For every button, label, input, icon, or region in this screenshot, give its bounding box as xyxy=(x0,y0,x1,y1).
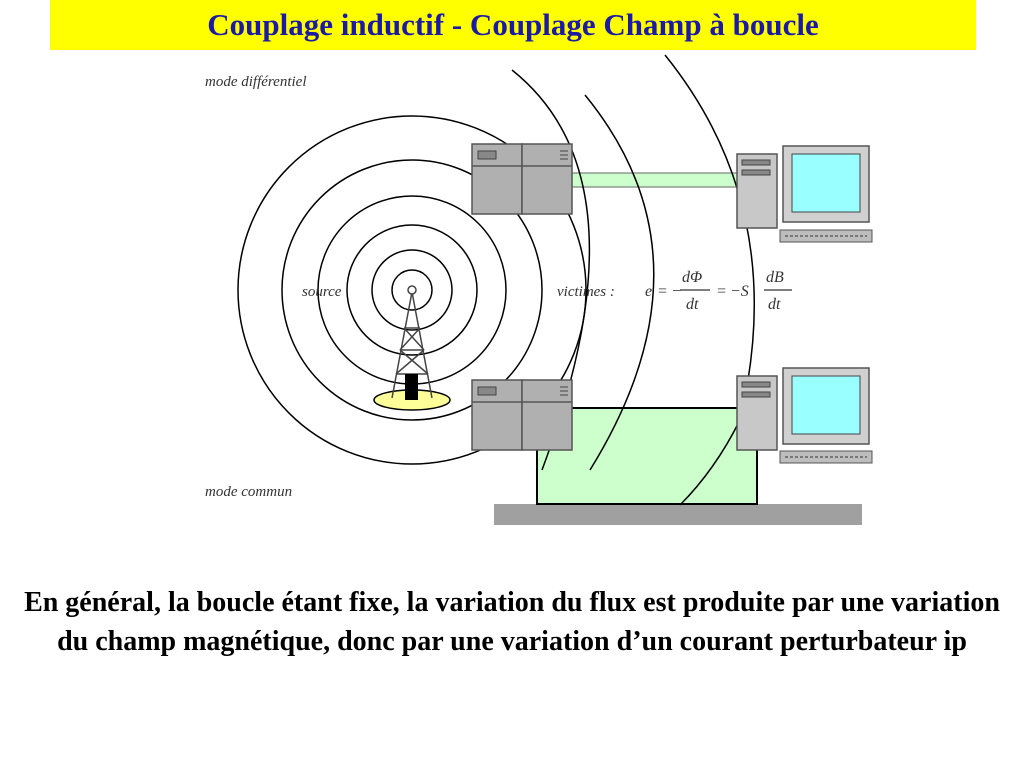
formula-minus1: − xyxy=(671,283,682,300)
transmitter-icon xyxy=(405,374,418,400)
emf-formula: victimes : e = − dΦ dt = −S dB dt xyxy=(557,269,792,313)
server-rack-bottom-icon xyxy=(471,379,573,451)
caption-text: En général, la boucle étant fixe, la var… xyxy=(24,587,1000,657)
formula-db-num: dB xyxy=(766,269,784,286)
computer-top-icon xyxy=(736,145,873,243)
coupling-diagram: mode différentiel mode commun source vic… xyxy=(205,54,873,525)
label-source: source xyxy=(302,284,342,300)
formula-minus-s: −S xyxy=(730,283,749,300)
formula-dphi-num: dΦ xyxy=(682,269,702,286)
differential-mode-cable xyxy=(570,172,740,188)
formula-dphi-den: dt xyxy=(686,296,699,313)
formula-e: e xyxy=(645,283,652,300)
ground-plane xyxy=(494,504,862,525)
formula-eq1: = xyxy=(657,283,668,300)
formula-db-den: dt xyxy=(768,296,781,313)
server-rack-top-icon xyxy=(471,143,573,215)
formula-eq2: = xyxy=(716,283,727,300)
slide-title: Couplage inductif - Couplage Champ à bou… xyxy=(207,7,819,42)
label-mode-commun: mode commun xyxy=(205,484,292,500)
label-mode-differentiel: mode différentiel xyxy=(205,74,307,90)
label-victimes: victimes : xyxy=(557,284,615,300)
magnetic-field-lines xyxy=(237,54,756,506)
computer-bottom-icon xyxy=(736,367,873,464)
title-bar: Couplage inductif - Couplage Champ à bou… xyxy=(50,0,976,50)
